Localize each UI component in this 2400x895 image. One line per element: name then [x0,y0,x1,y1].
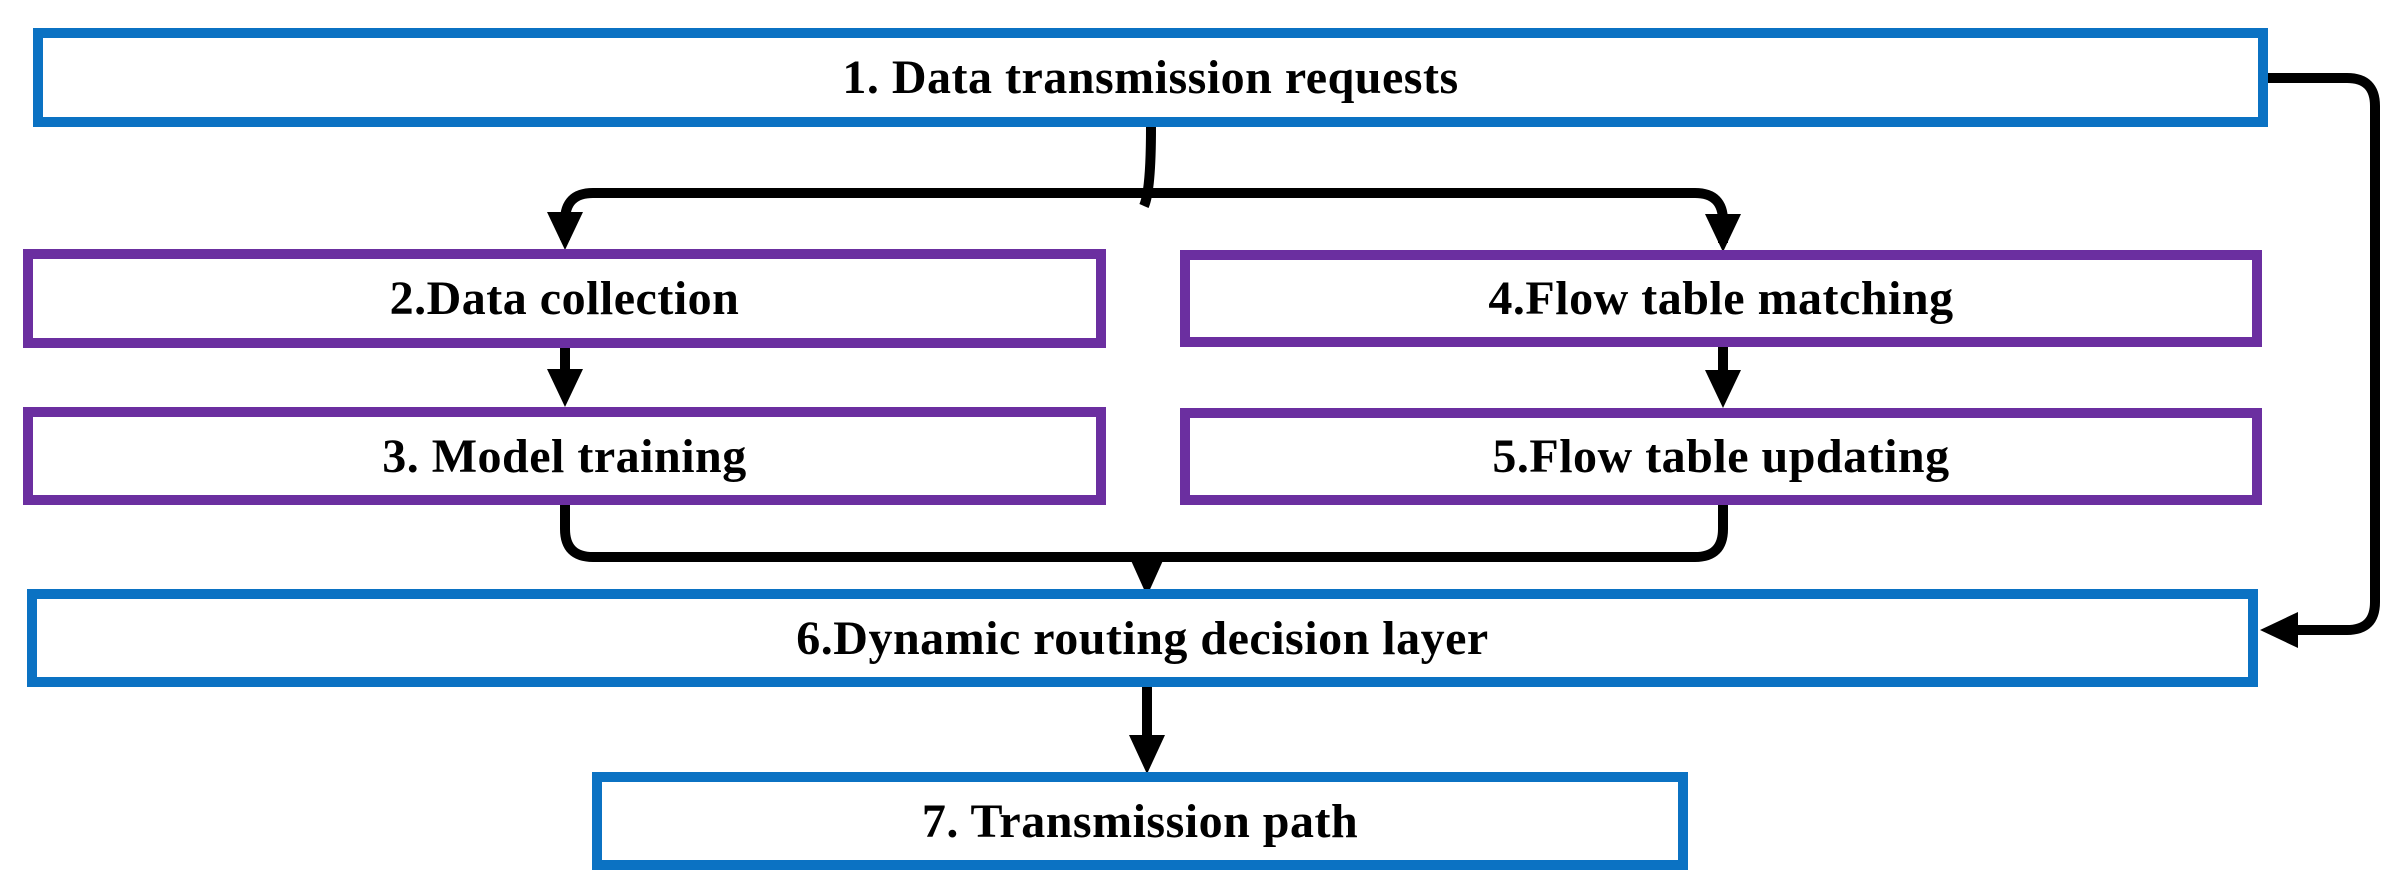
box-dynamic-routing-decision-layer-label: 6.Dynamic routing decision layer [796,611,1489,665]
arrowhead-into-7 [1129,735,1165,774]
connector-split-bar [560,188,1728,243]
connector-1-to-split [1139,126,1156,209]
arrowhead-loop-into-6 [2260,612,2298,648]
arrowhead-into-3 [547,369,583,407]
box-transmission-path: 7. Transmission path [592,772,1688,870]
box-transmission-path-label: 7. Transmission path [921,794,1359,848]
box-data-transmission-requests: 1. Data transmission requests [33,28,2268,127]
connector-merge-bar [560,505,1728,562]
arrowhead-into-4 [1705,214,1741,252]
box-flow-table-updating: 5.Flow table updating [1180,408,2262,505]
box-flow-table-updating-label: 5.Flow table updating [1492,430,1950,483]
box-data-collection: 2.Data collection [23,249,1106,348]
arrowhead-into-2 [547,212,583,250]
box-model-training: 3. Model training [23,407,1106,505]
connector-1-to-6-loop [2268,73,2380,635]
box-data-collection-label: 2.Data collection [389,272,740,325]
box-model-training-label: 3. Model training [382,429,747,483]
arrowhead-into-5 [1705,370,1741,408]
box-data-transmission-requests-label: 1. Data transmission requests [842,51,1459,104]
box-flow-table-matching: 4.Flow table matching [1180,250,2262,347]
box-flow-table-matching-label: 4.Flow table matching [1488,272,1954,325]
box-dynamic-routing-decision-layer: 6.Dynamic routing decision layer [27,589,2258,687]
